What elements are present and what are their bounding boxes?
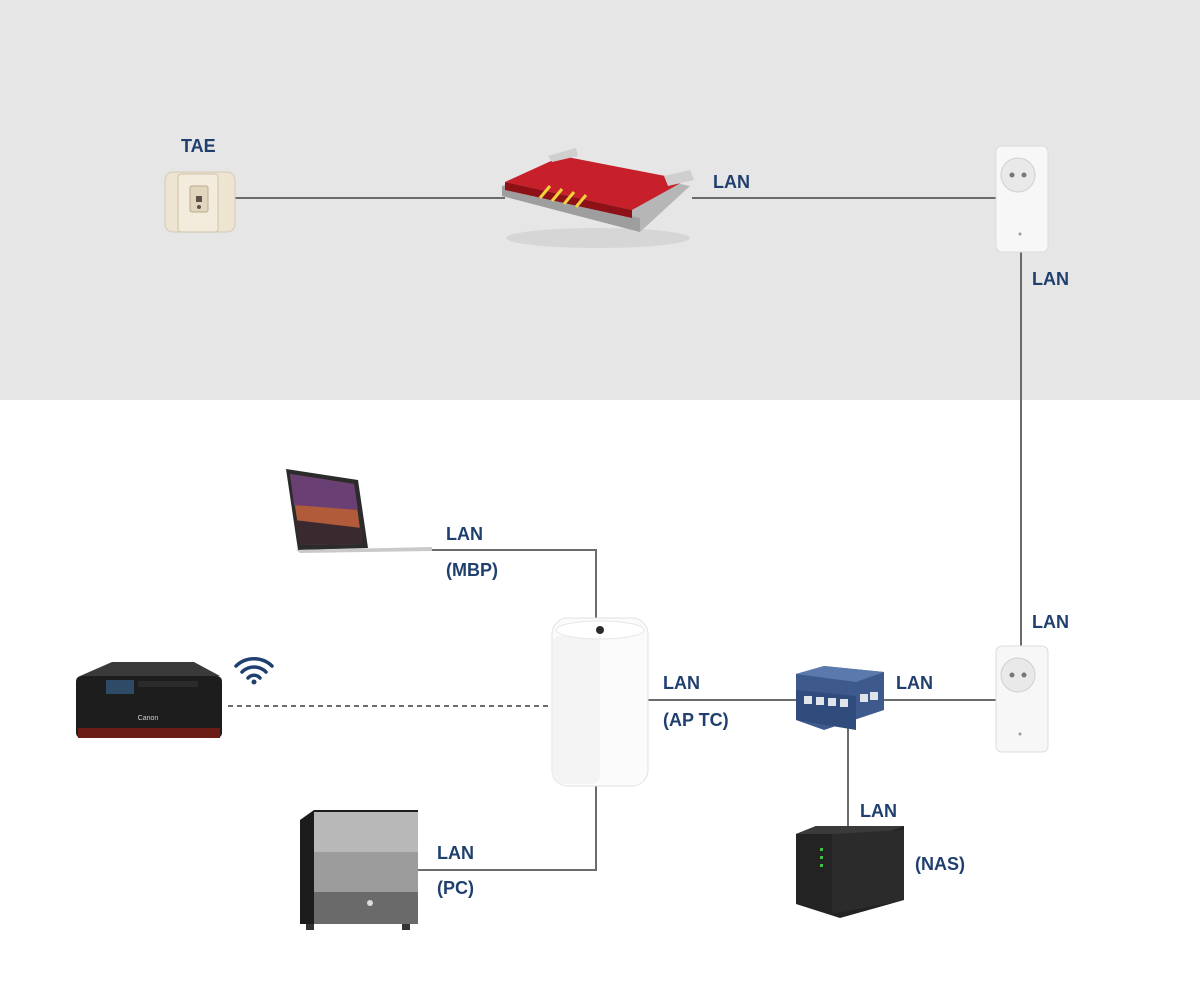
ap-name-label: (AP TC) <box>663 710 729 730</box>
connection-lines <box>228 197 1022 871</box>
tae-socket-icon <box>164 171 236 233</box>
powerline-adapter-top-icon <box>995 145 1049 253</box>
mbp-name-label: (MBP) <box>446 560 498 580</box>
pc-lan-label: LAN <box>437 843 474 863</box>
switch-lan-label: LAN <box>896 673 933 693</box>
router-icon <box>502 148 694 248</box>
link-mbp-ap <box>432 549 597 618</box>
wifi-icon <box>234 657 274 685</box>
powerline-top-lan-label: LAN <box>1032 269 1069 289</box>
airport-time-capsule-icon <box>551 617 649 787</box>
macbook-icon <box>286 469 432 553</box>
link-pc-ap <box>418 786 597 871</box>
mbp-lan-label: LAN <box>446 524 483 544</box>
nas-lan-label: LAN <box>860 801 897 821</box>
pc-name-label: (PC) <box>437 878 474 898</box>
nas-name-label: (NAS) <box>915 854 965 874</box>
nas-icon <box>796 826 904 918</box>
powerline-adapter-bottom-icon <box>995 645 1049 753</box>
network-switch-icon <box>796 666 884 730</box>
pc-case-icon <box>300 810 418 930</box>
powerline-bottom-lan-label: LAN <box>1032 612 1069 632</box>
ap-lan-label: LAN <box>663 673 700 693</box>
tae-label: TAE <box>181 136 216 156</box>
router-lan-label: LAN <box>713 172 750 192</box>
printer-icon: Canon <box>76 662 222 738</box>
printer-brand: Canon <box>138 715 159 722</box>
